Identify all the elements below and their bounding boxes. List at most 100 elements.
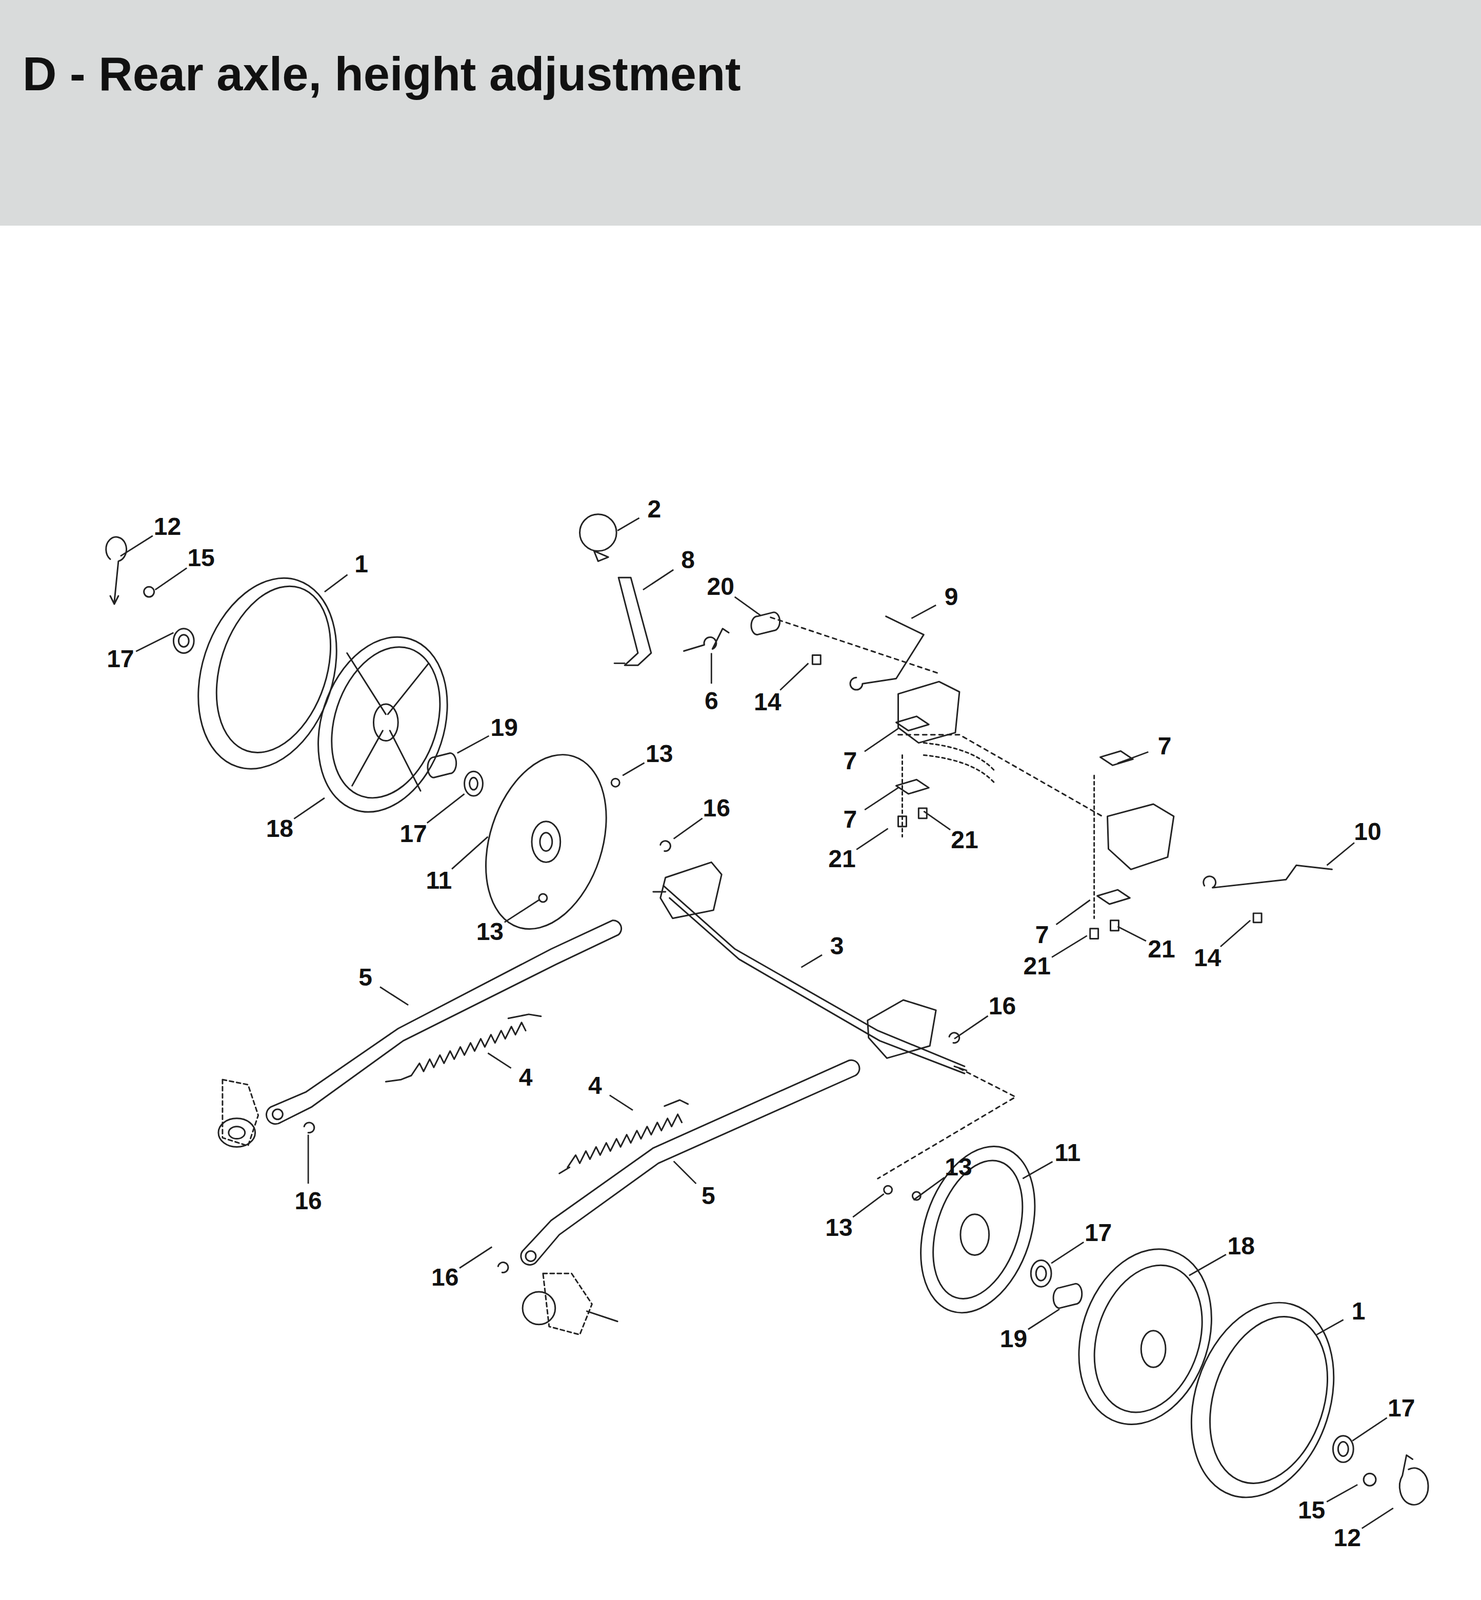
callout-number: 19: [490, 715, 518, 740]
leader-line: [622, 763, 645, 776]
callout-number: 15: [1297, 1497, 1326, 1523]
leader-line: [1117, 751, 1149, 764]
callout-number: 18: [1227, 1233, 1255, 1259]
leader-line: [710, 652, 713, 684]
leader-line: [1189, 1254, 1227, 1276]
springs: [385, 1014, 688, 1174]
leader-line: [779, 663, 809, 690]
leader-line: [643, 569, 674, 590]
wheel-left: [106, 536, 628, 945]
leader-line: [913, 1177, 945, 1200]
callout-number: 15: [187, 545, 215, 571]
height-levers: [218, 920, 860, 1335]
callout-number: 1: [354, 551, 369, 577]
callout-number: 13: [825, 1215, 853, 1240]
callout-number: 17: [399, 821, 427, 847]
leader-line: [155, 568, 188, 590]
leader-line: [504, 899, 539, 923]
callout-number: 10: [1353, 819, 1382, 845]
leader-line: [954, 1015, 989, 1039]
callout-number: 17: [106, 646, 134, 672]
callout-number: 13: [645, 741, 673, 767]
leader-line: [609, 1095, 633, 1111]
callout-number: 5: [358, 965, 373, 990]
wheel-right: [884, 1131, 1429, 1516]
leader-line: [1362, 1508, 1394, 1529]
callout-number: 21: [1147, 936, 1175, 962]
callout-number: 21: [950, 827, 978, 853]
leader-line: [1117, 926, 1146, 942]
leader-line: [673, 1161, 697, 1184]
callout-number: 19: [999, 1326, 1028, 1352]
leader-line: [427, 793, 465, 824]
leader-line: [864, 787, 898, 810]
callout-number: 17: [1084, 1220, 1112, 1246]
leader-line: [864, 728, 899, 752]
callout-number: 6: [704, 688, 719, 714]
callout-number: 11: [425, 868, 452, 893]
leader-line: [1352, 1417, 1387, 1442]
callout-number: 4: [588, 1073, 603, 1098]
leader-line: [923, 811, 951, 830]
leader-line: [856, 828, 888, 850]
leader-line: [307, 1134, 310, 1185]
callout-number: 21: [1023, 953, 1051, 979]
leader-line: [457, 735, 490, 754]
callout-number: 7: [843, 748, 858, 774]
callout-number: 9: [944, 584, 959, 610]
callout-number: 16: [431, 1265, 459, 1290]
callout-number: 7: [1035, 922, 1050, 948]
title-band: [0, 0, 1481, 226]
leader-line: [379, 987, 409, 1006]
leader-line: [1316, 1319, 1344, 1335]
callout-number: 18: [266, 816, 294, 842]
callout-number: 8: [681, 547, 695, 573]
leader-line: [1028, 1309, 1060, 1330]
callout-number: 14: [1193, 945, 1222, 971]
callout-number: 20: [706, 574, 734, 599]
leader-line: [1056, 899, 1091, 925]
leader-line: [324, 574, 348, 592]
leader-line: [293, 797, 325, 819]
callout-number: 5: [701, 1183, 716, 1209]
callout-number: 12: [1333, 1525, 1362, 1551]
callout-number: 13: [476, 919, 504, 945]
height-adjuster: [579, 514, 1333, 939]
leader-line: [617, 517, 639, 531]
diagram-title: D - Rear axle, height adjustment: [22, 47, 742, 102]
leader-line: [801, 954, 823, 968]
leader-line: [1051, 1242, 1084, 1264]
callout-number: 13: [944, 1154, 972, 1180]
callout-number: 17: [1387, 1395, 1415, 1421]
leader-line: [459, 1247, 492, 1269]
callout-number: 1: [1351, 1298, 1366, 1324]
callout-number: 16: [703, 795, 731, 821]
callout-number: 7: [843, 807, 858, 832]
leader-line: [673, 818, 703, 839]
callout-number: 12: [153, 514, 182, 539]
callout-number: 14: [753, 689, 782, 715]
leader-line: [734, 596, 761, 616]
leader-line: [1326, 842, 1355, 866]
callout-number: 2: [647, 496, 662, 522]
rear-axle: [653, 841, 1016, 1179]
leader-line: [135, 632, 174, 652]
callout-number: 7: [1157, 733, 1172, 759]
leader-line: [451, 836, 488, 870]
leader-line: [1220, 920, 1251, 947]
callout-number: 16: [294, 1188, 322, 1214]
callout-number: 21: [828, 846, 856, 872]
leader-line: [1051, 935, 1088, 958]
leader-line: [852, 1193, 885, 1217]
callout-number: 3: [830, 933, 845, 959]
leader-line: [1326, 1484, 1358, 1502]
callout-number: 4: [518, 1065, 533, 1090]
callout-number: 16: [988, 993, 1016, 1019]
leader-line: [120, 535, 153, 557]
callout-number: 11: [1054, 1140, 1082, 1166]
leader-line: [1022, 1161, 1053, 1179]
leader-line: [487, 1052, 511, 1068]
leader-line: [911, 605, 936, 619]
